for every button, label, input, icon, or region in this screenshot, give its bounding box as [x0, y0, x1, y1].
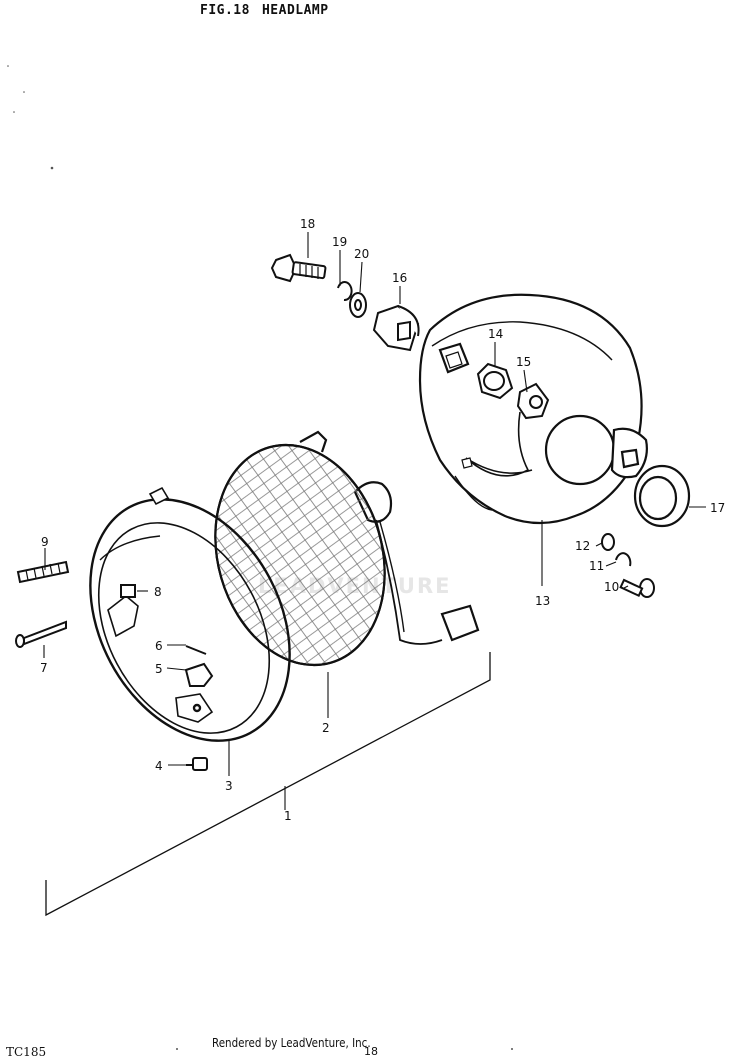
callout-11: 11	[589, 559, 604, 573]
callout-14: 14	[488, 327, 503, 341]
callout-10: 10	[604, 580, 619, 594]
housing-screw-10	[619, 578, 655, 598]
headlamp-rim-3	[89, 486, 291, 742]
callout-18: 18	[300, 217, 315, 231]
page-number: 18	[364, 1045, 378, 1056]
callout-16: 16	[392, 271, 407, 285]
screw-4	[186, 757, 208, 771]
callout-8: 8	[154, 585, 162, 599]
callout-2: 2	[322, 721, 330, 735]
washer-12	[601, 533, 615, 551]
callout-3: 3	[225, 779, 233, 793]
figure-name: HEADLAMP	[261, 3, 329, 18]
mounting-bolt-18	[270, 253, 327, 283]
grommet-14	[476, 362, 514, 400]
callout-5: 5	[155, 662, 163, 676]
lock-washer-11	[615, 552, 632, 567]
spring-9	[16, 560, 70, 584]
clip-5	[184, 662, 214, 687]
figure-number: FIG.18	[200, 3, 250, 18]
callout-15: 15	[516, 355, 531, 369]
callout-20: 20	[354, 247, 369, 261]
callout-labels: 1 2 3 4 5 6 7 8 9 10 11 12 13 14 15 16 1…	[40, 217, 725, 823]
callout-17: 17	[710, 501, 725, 515]
bulb-socket-15	[516, 382, 550, 420]
render-credit: Rendered by LeadVenture, Inc.	[212, 1036, 371, 1050]
assembly-bracket-1	[45, 652, 491, 917]
callout-9: 9	[41, 535, 49, 549]
callout-12: 12	[575, 539, 590, 553]
scan-specks	[7, 65, 513, 1050]
callout-4: 4	[155, 759, 163, 773]
callout-13: 13	[535, 594, 550, 608]
washer-20	[349, 292, 367, 318]
callout-7: 7	[40, 661, 48, 675]
grommet-17	[633, 464, 691, 528]
cushion-16	[372, 304, 420, 352]
figure-title: FIG.18 HEADLAMP	[200, 3, 329, 18]
callout-6: 6	[155, 639, 163, 653]
callout-1: 1	[284, 809, 292, 823]
headlamp-unit-2	[214, 430, 480, 667]
leader-lines	[43, 232, 706, 810]
adjusting-screw-7	[15, 620, 67, 648]
callout-19: 19	[332, 235, 347, 249]
model-code: TC185	[6, 1045, 47, 1056]
clip-screw-6	[185, 645, 207, 655]
nut-8	[120, 584, 136, 598]
